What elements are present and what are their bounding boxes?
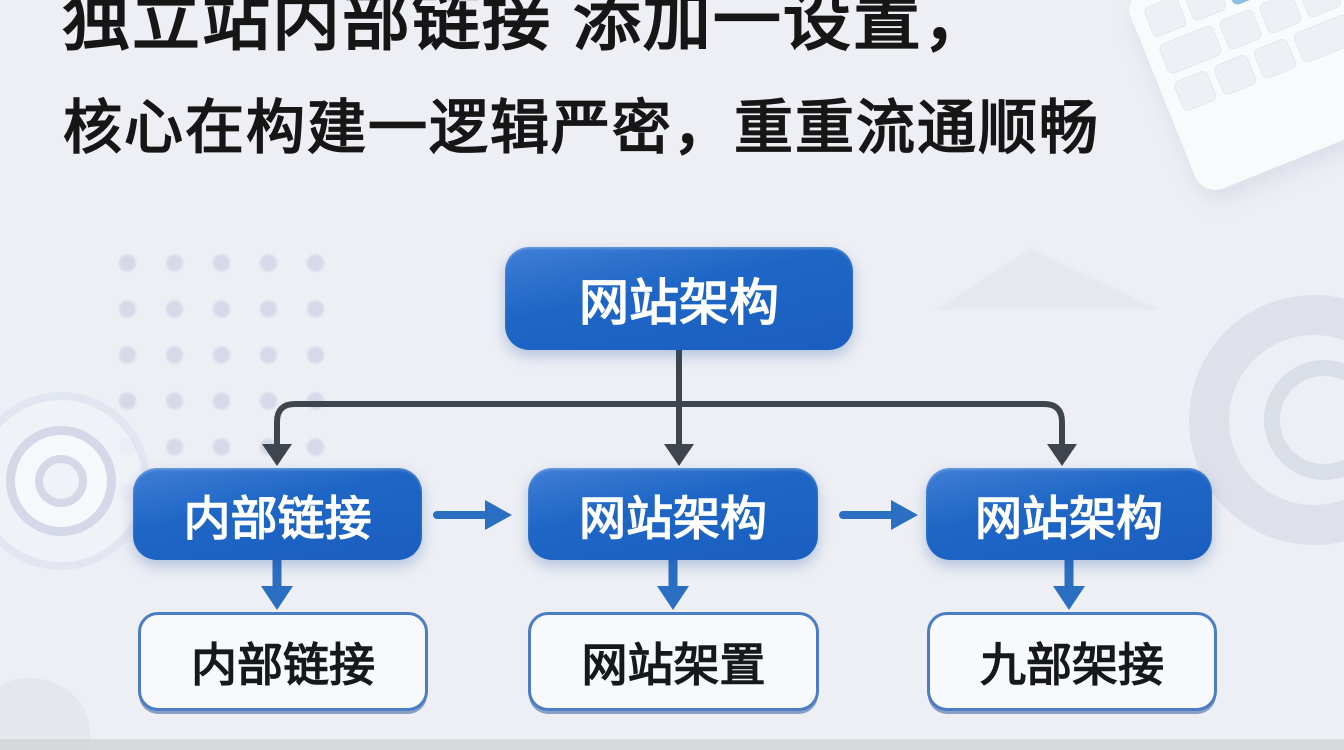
flow-node-bottom-3: 九部架接 <box>927 612 1217 711</box>
flow-node-label: 网站架构 <box>579 274 779 331</box>
arrow-down-icon <box>664 444 694 466</box>
connector-line <box>274 401 1065 455</box>
arrow-down-icon <box>1047 444 1077 466</box>
flow-node-label: 内部链接 <box>191 638 375 691</box>
flow-node-bottom-1: 内部链接 <box>138 612 428 711</box>
flow-node-bottom-2: 网站架置 <box>528 612 819 711</box>
arrow-down-icon <box>657 586 689 610</box>
flow-node-label: 网站架构 <box>975 491 1163 545</box>
arrow-down-icon <box>261 586 293 610</box>
flow-node-middle-1: 内部链接 <box>133 468 422 560</box>
arrow-right-icon <box>891 500 918 530</box>
poster-title-line2: 核心在构建一逻辑严密，重重流通顺畅 <box>63 95 1101 161</box>
flow-node-root: 网站架构 <box>505 247 853 350</box>
arrow-down-icon <box>1053 586 1085 610</box>
flow-node-label: 内部链接 <box>183 491 372 545</box>
arrow-right-icon <box>485 500 512 530</box>
arrow-down-icon <box>262 444 292 466</box>
poster-title-line1: 独立站内部链接 添加一设置， <box>62 0 993 59</box>
flow-node-middle-3: 网站架构 <box>926 468 1212 560</box>
flow-node-middle-2: 网站架构 <box>528 468 818 560</box>
flow-node-label: 网站架置 <box>581 638 766 691</box>
flow-node-label: 网站架构 <box>579 491 767 545</box>
flow-node-label: 九部架接 <box>980 638 1164 691</box>
